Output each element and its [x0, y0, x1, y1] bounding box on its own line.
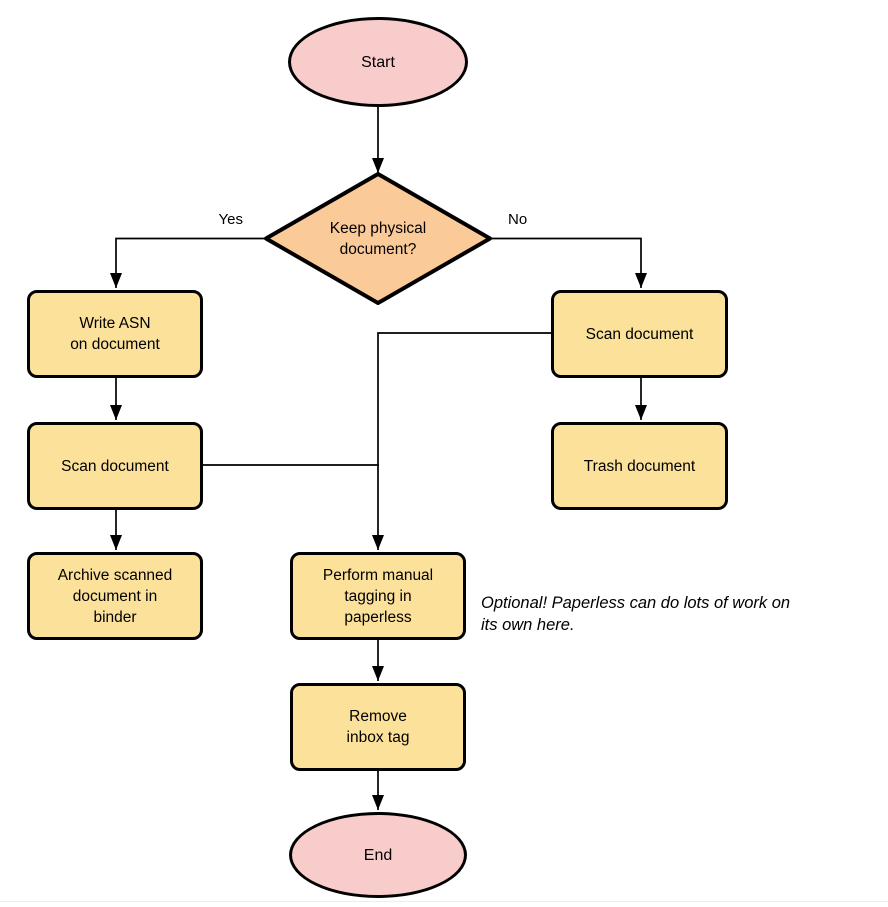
note-line: its own here.	[481, 616, 575, 634]
node-label-line: on document	[70, 336, 160, 353]
node-label-line: Remove	[349, 708, 407, 725]
bottom-divider	[0, 901, 888, 902]
node-label-line: Keep physical	[329, 219, 427, 237]
node-label-line: Scan document	[61, 457, 169, 475]
node-label-line: Perform manual	[322, 566, 434, 584]
node-label-line: paperless	[344, 608, 412, 626]
remove-inbox-tag-node: Remove inbox tag	[290, 683, 466, 771]
connector-scan-right-to-perform-tagging	[372, 332, 551, 550]
connector-decision-yes-to-write-asn	[110, 237, 266, 288]
node-label-line: Start	[361, 53, 395, 71]
write-asn-node: Write ASN on document	[27, 290, 203, 378]
node-label-line: Write ASN	[79, 315, 151, 332]
node-label-line: document?	[339, 240, 417, 258]
decision-node: Keep physical document?	[266, 174, 490, 303]
edge-label-yes: Yes	[218, 211, 243, 228]
node-label-line: tagging in	[344, 587, 412, 605]
node-label-line: Archive scanned	[57, 566, 173, 584]
node-label-line: document in	[72, 587, 158, 605]
perform-tagging-node: Perform manual tagging in paperless	[290, 552, 466, 640]
node-label-line: Scan document	[585, 325, 694, 343]
node-label-line: End	[363, 846, 393, 864]
archive-document-node: Archive scanned document in binder	[27, 552, 203, 640]
node-label-line: Trash document	[583, 457, 696, 475]
optional-note: Optional! Paperless can do lots of work …	[481, 592, 790, 636]
edge-label-no: No	[508, 211, 528, 228]
connector-decision-no-to-scan-right	[490, 237, 647, 288]
start-node: Start	[288, 17, 468, 107]
decision-diamond-shape	[264, 172, 492, 305]
scan-document-left-node: Scan document	[27, 422, 203, 510]
node-label-line: binder	[93, 608, 137, 626]
trash-document-node: Trash document	[551, 422, 728, 510]
node-label-line: inbox tag	[346, 729, 410, 746]
note-line: Optional! Paperless can do lots of work …	[481, 594, 791, 612]
scan-document-right-node: Scan document	[551, 290, 728, 378]
end-node: End	[289, 812, 467, 898]
